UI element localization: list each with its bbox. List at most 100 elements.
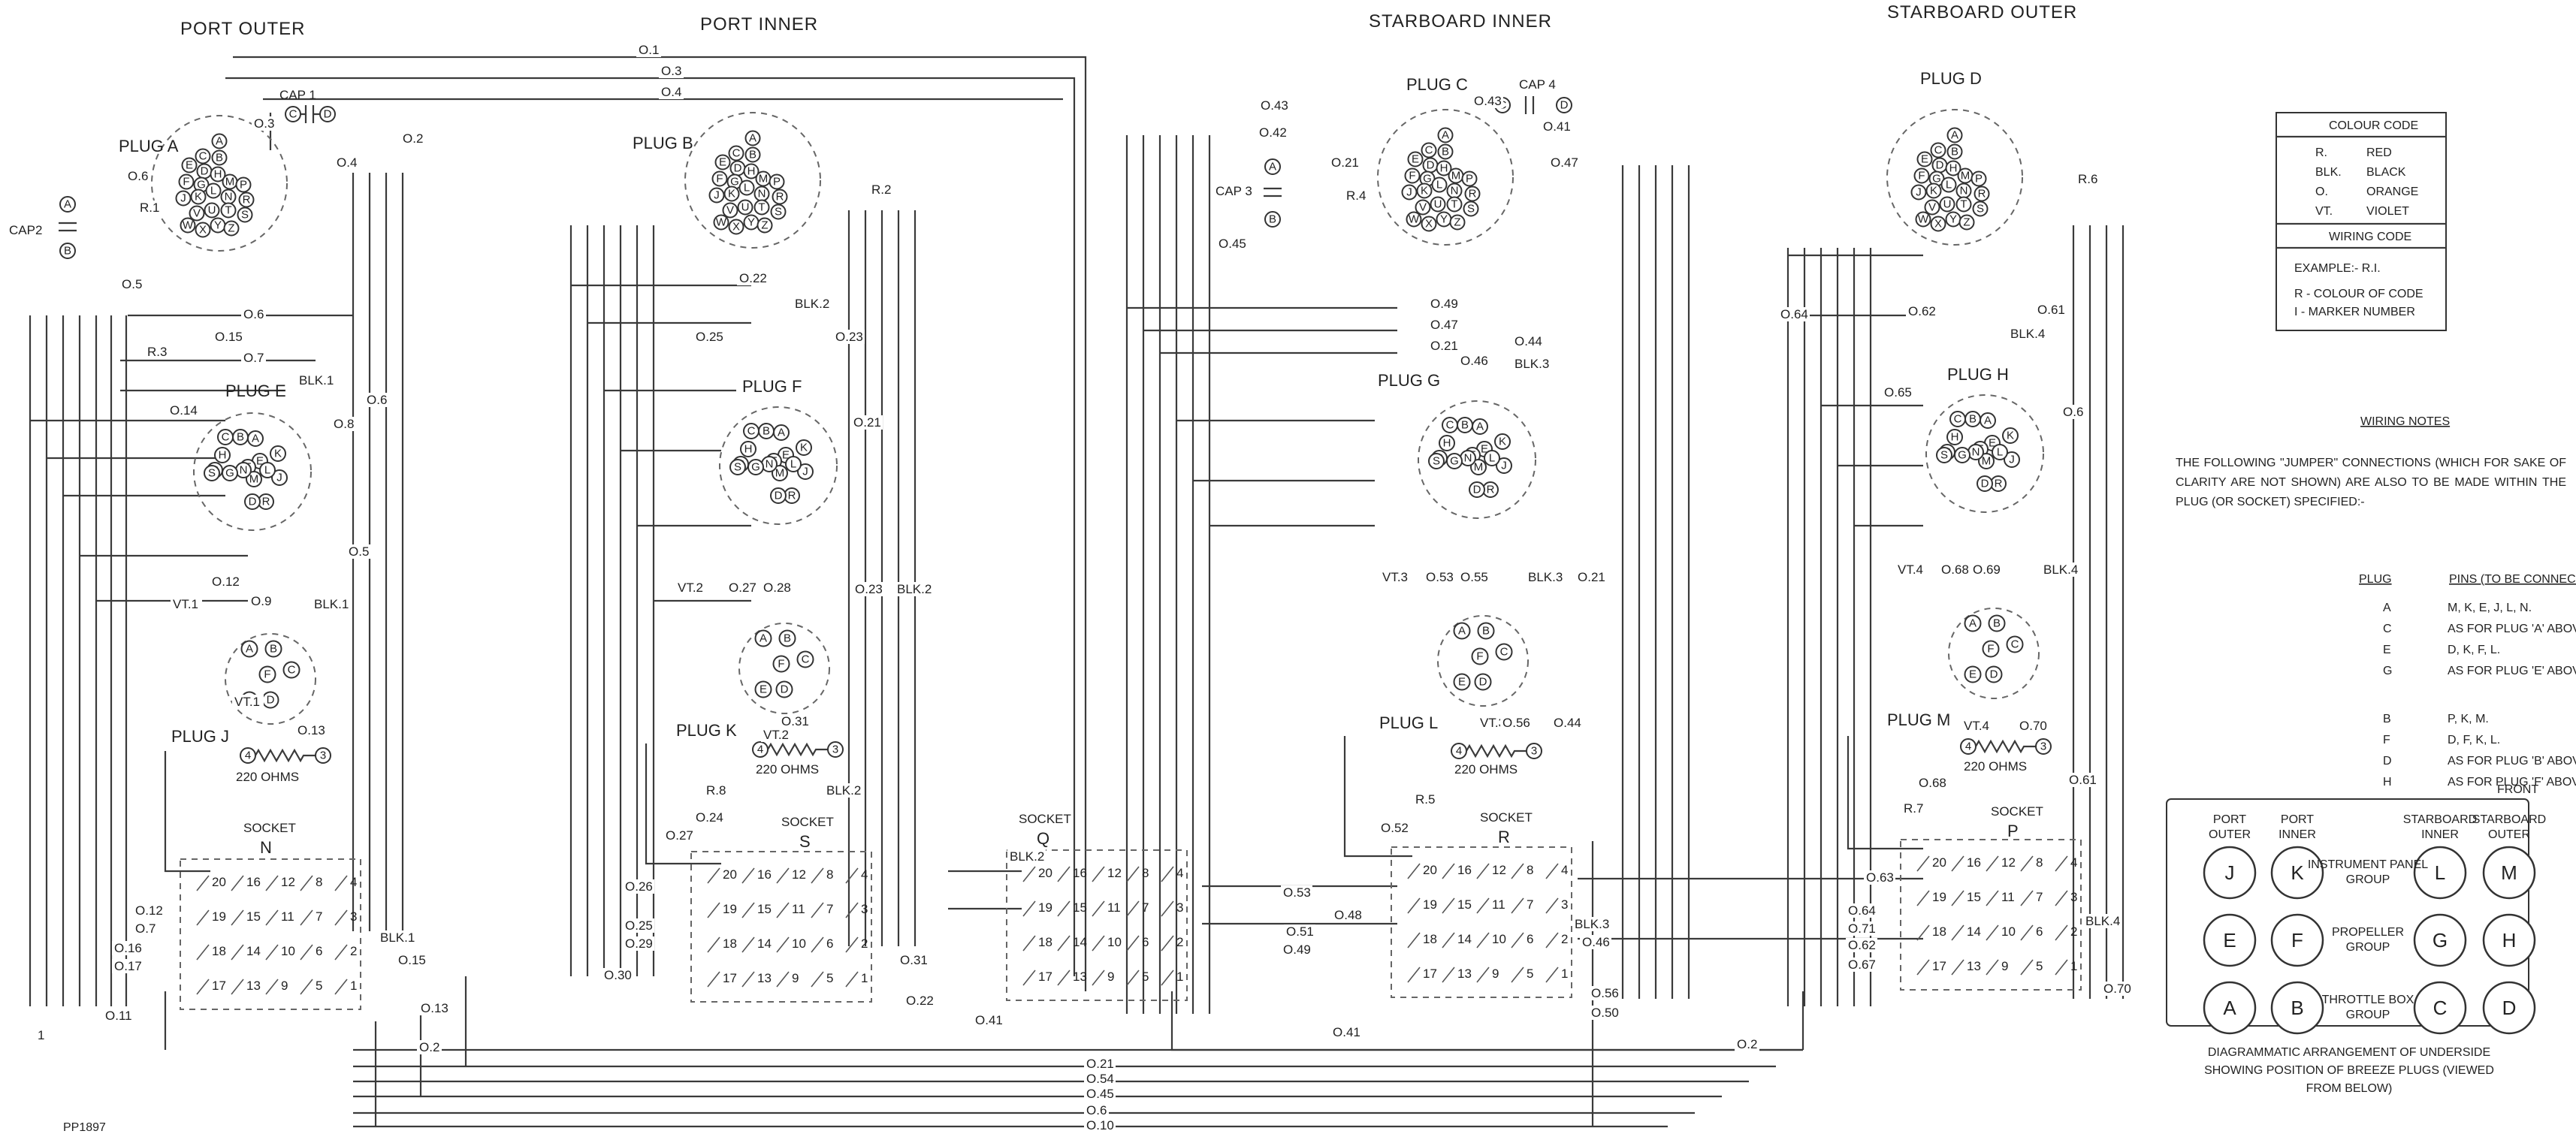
arrangement-group-1-a: PROPELLER [2332,926,2404,939]
wire-marker-starboard_inner-20: O.56 [1502,716,1530,730]
pin-h-K [2002,427,2019,444]
wire-marker-starboard_outer-16: O.63 [1866,870,1894,885]
wire-marker-starboard_outer-12: O.70 [2019,719,2047,733]
pin-label-b-S: S [775,206,782,219]
wire-marker-bg-starboard_inner-15 [1424,570,1455,584]
socket-p-pin-label-8: 8 [2036,855,2043,870]
wire-marker-bg-port_inner-13 [704,783,729,798]
socket-p-pin-label-9: 9 [2001,959,2008,973]
socket-p-pin-1 [2055,959,2068,976]
pin-l-D [1474,673,1492,691]
wiring-note-pins-6: AS FOR PLUG 'B' ABOVE [2448,755,2576,768]
socket-n-pin-11 [265,909,279,926]
pin-k-D [775,680,793,698]
wire-marker-bg-starboard_inner-13 [1512,357,1551,371]
pin-label-f-G: G [751,461,760,474]
pin-d-V [1924,199,1940,216]
wire-marker-port_inner-4: O.23 [835,330,863,344]
pin-label-j-F: F [264,668,270,681]
socket-q-pin-label-13: 13 [1073,970,1087,984]
arrangement-head-3-b: OUTER [2488,828,2530,841]
wire-marker-starboard_outer-7: VT.4 [1898,562,1923,577]
pin-label-b-F: F [716,173,723,185]
socket-p-pin-7 [2020,890,2034,906]
pin-d-E [1916,151,1933,167]
socket-s-pin-5 [811,971,824,988]
wiring-note-pins-7: AS FOR PLUG 'F' ABOVE [2448,776,2576,789]
pin-label-l-D: D [1479,676,1487,689]
wire-marker-bg-socket_left-23 [1846,903,1877,918]
wire-marker-port_outer-15: O.12 [212,575,240,589]
pin-b-V [722,202,738,219]
socket-q-pin-3 [1161,900,1174,917]
socket-r-pin-14 [1442,932,1455,949]
socket-r-pin-label-4: 4 [1561,863,1568,877]
pin-label-j-D: D [267,694,275,707]
plug-f-label: PLUG F [742,377,802,396]
pin-label-c-Z: Z [1454,216,1460,229]
pin-d-W [1915,211,1931,228]
pin-a-Z [223,220,240,237]
socket-r-letter: R [1498,828,1510,846]
arrangement-head-2-b: INNER [2421,828,2459,841]
arrangement-head-2-a: STARBOARD [2403,813,2477,826]
wire-marker-socket_left-27: BLK.4 [2085,914,2120,928]
wire-marker-port_outer-6: O.6 [243,307,264,321]
pin-label-f-S: S [734,461,741,474]
wire-marker-bg-port_inner-4 [833,330,865,344]
socket-q-pin-label-4: 4 [1176,866,1183,880]
pin-a-L [205,182,222,199]
socket-s-pin-18 [707,936,720,953]
socket-p-pin-15 [1951,890,1964,906]
wire-marker-bg-port_outer-1 [334,155,359,170]
colour-code-vt-code: VT. [2315,205,2333,218]
wire-marker-bg-socket_left-15 [1007,849,1046,864]
pin-m-F [1982,640,2000,658]
plug-e: ABCKEFHPJLMNGSRD [193,412,312,531]
pin-label-c-H: H [1440,162,1448,175]
wire-marker-socket_left-8: O.26 [625,879,653,894]
wire-marker-bg-port_inner-11 [761,728,793,742]
arrangement-head-0-a: PORT [2213,813,2246,826]
socket-s-pin-16 [741,867,755,884]
wire-marker-port_inner-13: R.8 [706,783,726,798]
wire-marker-starboard_inner-8: O.49 [1430,297,1458,311]
arrangement-group-2-b: GROUP [2346,1009,2390,1021]
pin-h-L [1992,444,2008,460]
pin-d-K [1925,182,1942,199]
wire-marker-starboard_inner-9: O.47 [1430,318,1458,332]
socket-p-pin-label-13: 13 [1967,959,1981,973]
pin-label-c-Y: Y [1440,213,1448,226]
socket-n-pin-5 [300,979,313,995]
pin-b-R [772,188,788,205]
wire-marker-bg-starboard_inner-22 [1413,792,1438,807]
socket-r-pin-13 [1442,967,1455,983]
socket-r-pin-15 [1442,897,1455,914]
pin-a-S [237,207,253,223]
pin-label-c-X: X [1425,218,1433,231]
socket-p-pin-label-17: 17 [1932,959,1946,973]
pin-label-h-L: L [1997,446,2003,459]
pin-g-L [1484,450,1500,466]
wire-marker-bg-socket_left-4 [103,1009,134,1023]
wire-marker-bg-socket_left-26 [1846,958,1877,972]
pin-a-T [220,202,237,219]
wire-marker-bg-socket_left-22 [1589,1006,1620,1020]
cap-terminal-cap3-b [1264,211,1281,228]
wire-marker-bg-port_outer-9 [168,403,199,418]
socket-r-pin-label-8: 8 [1527,863,1533,877]
pin-b-S [770,204,787,220]
wire-marker-socket_left-3: O.17 [114,959,142,973]
socket-p-pin-11 [1986,890,1999,906]
pin-b-J [708,187,725,204]
socket-p-pin-label-14: 14 [1967,924,1981,939]
pin-label-b-W: W [716,216,727,229]
socket-s-outline [690,851,872,1003]
socket-n-pin-1 [334,979,348,995]
wire-marker-bg-socket_left-21 [1589,986,1620,1000]
wire-marker-socket_left-5: O.15 [398,953,426,967]
pin-g-K [1494,433,1511,450]
cap-terminal-label-cap2-a: A [64,198,71,211]
wire-marker-bg-starboard_inner-16 [1458,570,1490,584]
